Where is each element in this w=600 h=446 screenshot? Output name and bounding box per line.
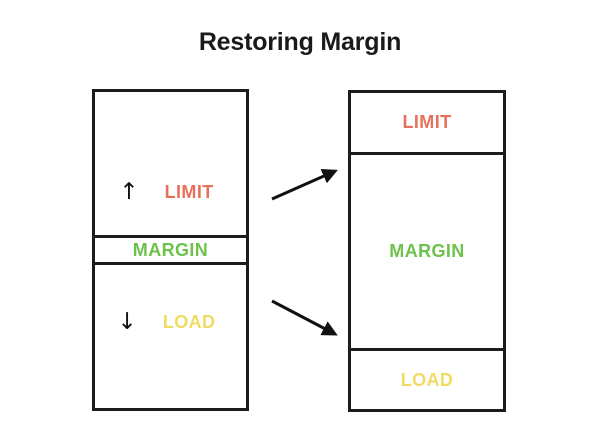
after-limit-label: LIMIT <box>402 112 452 132</box>
restored-state-stack: LIMIT MARGIN LOAD <box>348 90 506 412</box>
before-segment-limit: ↑ LIMIT <box>95 92 246 235</box>
before-load-row: ↓ LOAD <box>118 311 216 334</box>
before-margin-label: MARGIN <box>132 239 209 260</box>
arrow-down-icon: ↓ <box>117 309 137 335</box>
before-segment-margin: MARGIN <box>95 235 246 262</box>
before-load-label: LOAD <box>162 312 216 332</box>
after-margin-label: MARGIN <box>389 241 465 261</box>
current-state-stack: ↑ LIMIT MARGIN ↓ LOAD <box>92 89 249 411</box>
after-load-label: LOAD <box>400 369 454 390</box>
before-segment-load: ↓ LOAD <box>95 262 246 408</box>
arrow-up-icon: ↑ <box>119 179 139 205</box>
page-title: Restoring Margin <box>198 28 402 56</box>
lower-load-arrow <box>271 299 338 336</box>
after-segment-margin: MARGIN <box>351 152 503 348</box>
raise-limit-arrow <box>271 168 338 201</box>
before-limit-label: LIMIT <box>164 182 214 202</box>
after-segment-load: LOAD <box>351 348 503 409</box>
before-limit-row: ↑ LIMIT <box>119 181 213 204</box>
after-segment-limit: LIMIT <box>351 93 503 152</box>
